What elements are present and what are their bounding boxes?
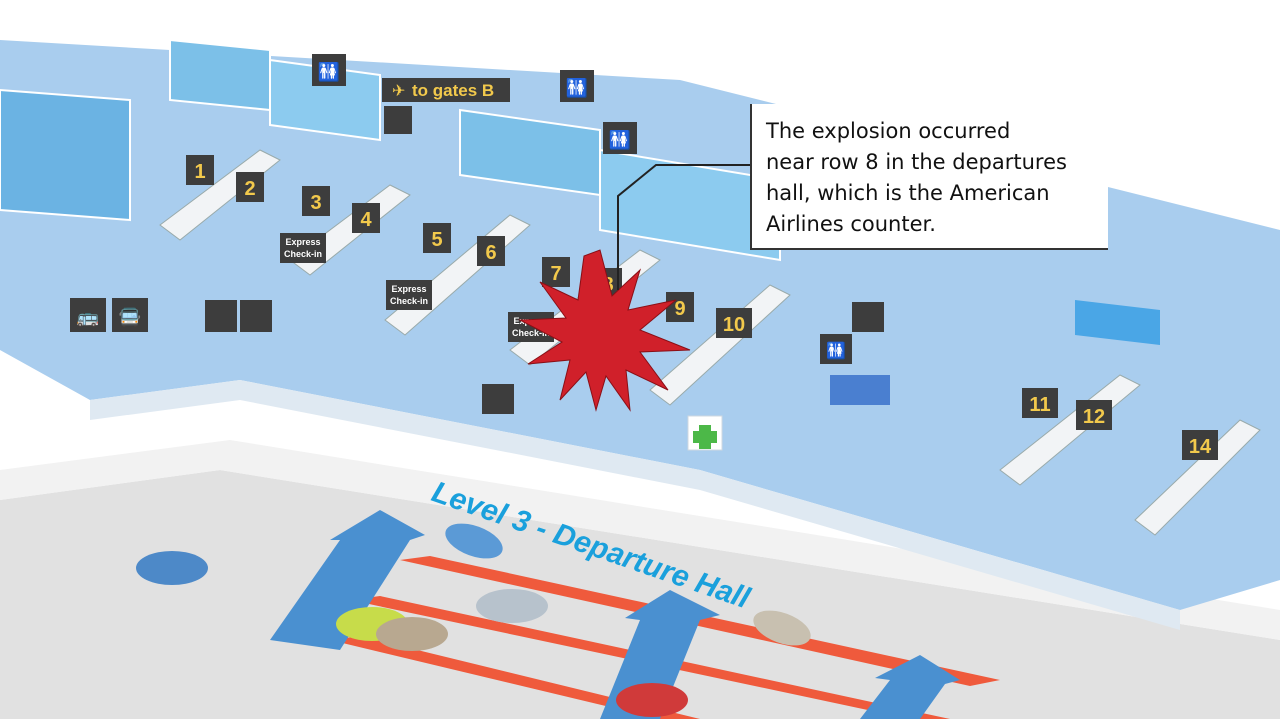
svg-text:🚍: 🚍 — [119, 307, 141, 327]
svg-text:🚌: 🚌 — [77, 307, 99, 327]
callout-line: The explosion occurred — [766, 119, 1011, 143]
back-glass-room — [169, 38, 271, 112]
first-aid-icon — [687, 415, 723, 451]
baggage-icon — [482, 384, 514, 414]
svg-text:6: 6 — [485, 242, 496, 264]
explosion-marker — [518, 249, 691, 412]
left-glass-block — [0, 88, 131, 222]
gate-direction-icon — [384, 106, 412, 134]
bus-icon: 🚍 — [112, 298, 148, 332]
seating-rug — [830, 375, 890, 405]
svg-text:3: 3 — [310, 192, 321, 214]
car — [616, 683, 688, 717]
svg-text:14: 14 — [1189, 436, 1212, 458]
svg-text:5: 5 — [431, 229, 442, 251]
svg-text:Express: Express — [285, 237, 320, 247]
svg-text:10: 10 — [723, 314, 745, 336]
elevator-icon — [205, 300, 237, 332]
gates-b-sign: ✈ to gates B — [382, 78, 510, 102]
sidewalk — [0, 440, 1280, 640]
right-glass-box — [1075, 300, 1160, 345]
row-badge: 1 — [186, 155, 214, 185]
back-glass-room — [599, 148, 781, 262]
express-checkin-sign: Express Check-in — [280, 233, 326, 263]
row-badge: 14 — [1182, 430, 1218, 460]
lane-stripe — [400, 556, 1000, 686]
lane-stripe — [330, 636, 700, 719]
svg-text:🚻: 🚻 — [566, 77, 588, 98]
row-badge: 9 — [666, 292, 694, 322]
svg-text:1: 1 — [194, 161, 205, 183]
callout-line: hall, which is the American — [766, 181, 1050, 205]
restroom-icon: 🚻 — [820, 334, 852, 364]
row-badge: 11 — [1022, 388, 1058, 418]
svg-text:7: 7 — [550, 263, 561, 285]
direction-arrow — [270, 510, 425, 650]
row-badge: 3 — [302, 186, 330, 216]
svg-text:11: 11 — [1029, 394, 1050, 416]
baggage-icon — [240, 300, 272, 332]
callout-leader-line — [617, 164, 750, 290]
direction-arrow — [860, 655, 960, 719]
road-surface — [0, 470, 1280, 719]
svg-text:Check-in: Check-in — [390, 296, 428, 306]
svg-text:4: 4 — [360, 209, 372, 231]
express-checkin-sign: Express Check-in — [386, 280, 432, 310]
car — [136, 551, 208, 585]
car — [445, 523, 503, 559]
svg-text:9: 9 — [674, 298, 685, 320]
callout-line: near row 8 in the departures — [766, 150, 1067, 174]
car — [476, 589, 548, 623]
svg-text:12: 12 — [1083, 406, 1105, 428]
row-badge: 10 — [716, 308, 752, 338]
svg-text:2: 2 — [244, 178, 255, 200]
row-badge: 6 — [477, 236, 505, 266]
explosion-callout: The explosion occurred near row 8 in the… — [750, 104, 1108, 250]
svg-text:🚻: 🚻 — [318, 61, 340, 82]
row-badge: 4 — [352, 203, 380, 233]
restroom-icon: 🚻 — [603, 122, 637, 154]
plane-icon: ✈ — [392, 83, 405, 100]
hall-front-wall — [90, 380, 1180, 630]
svg-text:to gates B: to gates B — [412, 81, 494, 100]
row-badge: 12 — [1076, 400, 1112, 430]
bus-icon: 🚌 — [70, 298, 106, 332]
restroom-icon: 🚻 — [312, 54, 346, 86]
svg-text:🚻: 🚻 — [609, 129, 631, 150]
svg-text:Express: Express — [391, 284, 426, 294]
callout-line: Airlines counter. — [766, 212, 936, 236]
car — [376, 617, 448, 651]
car — [753, 610, 811, 646]
row-badge: 7 — [542, 257, 570, 287]
svg-text:🚻: 🚻 — [826, 341, 846, 360]
svg-text:Check-in: Check-in — [512, 328, 550, 338]
svg-text:Check-in: Check-in — [284, 249, 322, 259]
row-badge: 2 — [236, 172, 264, 202]
restroom-icon: 🚻 — [560, 70, 594, 102]
row-badge: 5 — [423, 223, 451, 253]
baby-change-icon — [852, 302, 884, 332]
